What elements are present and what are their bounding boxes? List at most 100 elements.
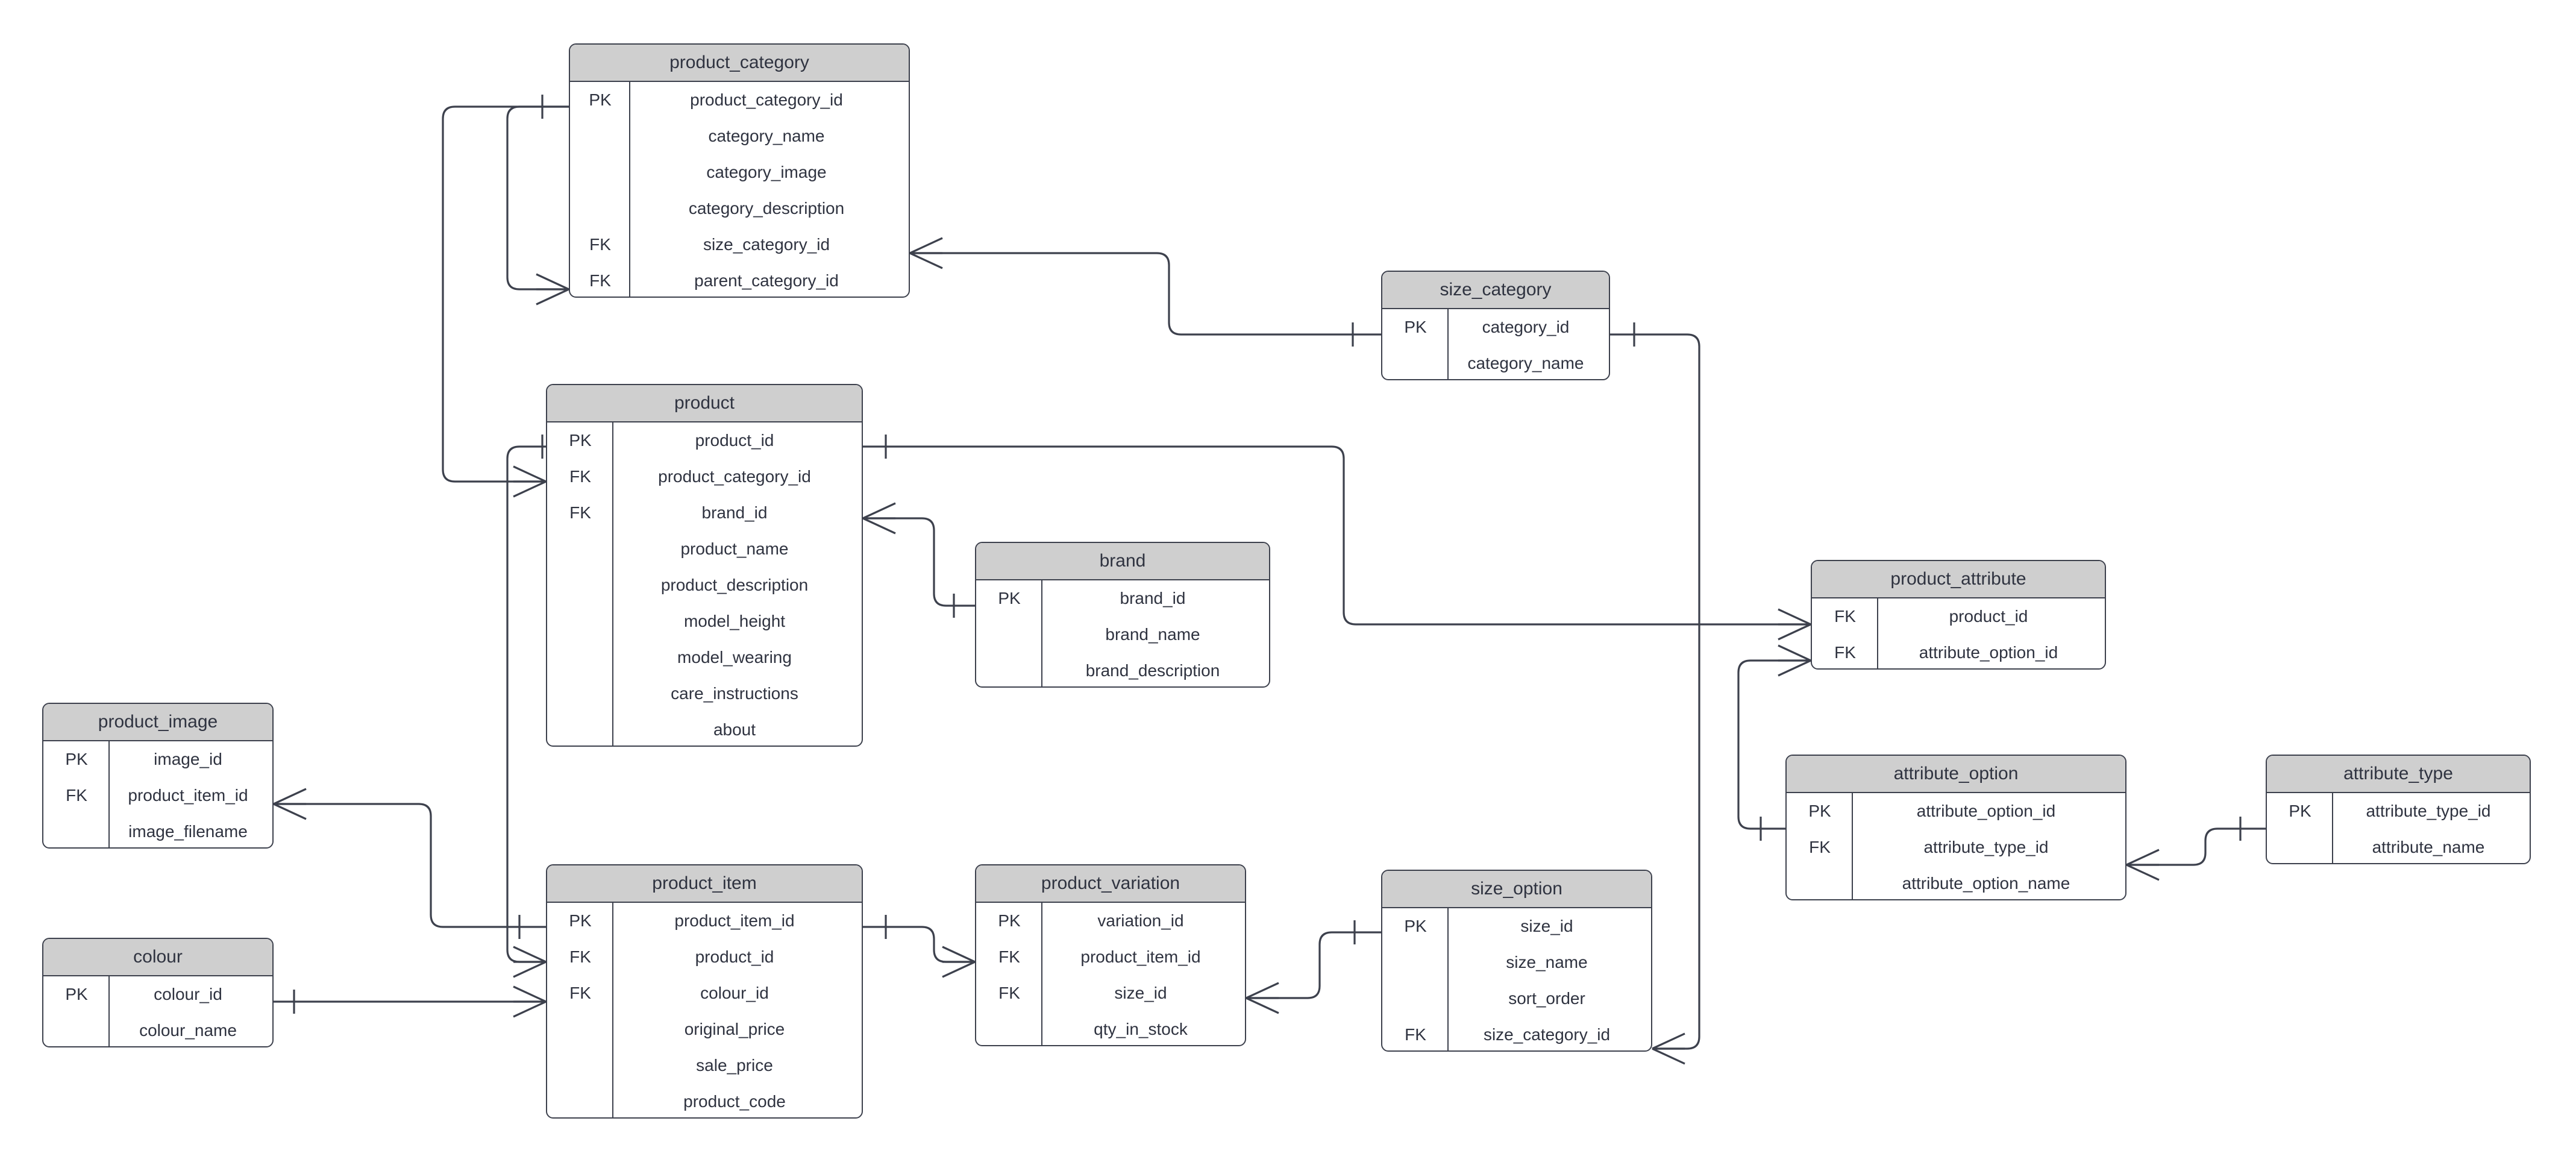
primary-key-badge: PK xyxy=(998,589,1021,607)
key-column-divider xyxy=(570,82,630,297)
attribute-name: attribute_name xyxy=(2372,838,2485,856)
crowfoot-many-category-self xyxy=(536,273,569,306)
attribute-row[interactable]: product_description xyxy=(547,567,862,603)
entity-title-product_item: product_item xyxy=(547,865,862,903)
attribute-row[interactable]: qty_in_stock xyxy=(976,1011,1245,1045)
attribute-name: care_instructions xyxy=(671,684,798,703)
attribute-name: size_id xyxy=(1520,917,1573,935)
crowfoot-many-item-variation xyxy=(942,946,976,978)
foreign-key-badge: FK xyxy=(569,984,591,1002)
attribute-name: category_image xyxy=(706,163,827,181)
attribute-name: category_name xyxy=(1467,354,1584,372)
attribute-row[interactable]: product_name xyxy=(547,531,862,567)
crowfoot-many-attributeoption-attribute xyxy=(1778,644,1811,677)
attribute-row[interactable]: sale_price xyxy=(547,1047,862,1084)
attribute-row[interactable]: original_price xyxy=(547,1011,862,1047)
attribute-row[interactable]: image_filename xyxy=(43,814,272,847)
primary-key-badge: PK xyxy=(998,911,1021,930)
attribute-name: product_id xyxy=(695,947,774,966)
attribute-row[interactable]: category_description xyxy=(570,190,909,227)
attribute-name: variation_id xyxy=(1097,911,1184,930)
attribute-row[interactable]: attribute_option_name xyxy=(1787,865,2125,899)
foreign-key-badge: FK xyxy=(1809,838,1831,856)
foreign-key-badge: FK xyxy=(1834,607,1856,626)
attribute-name: model_wearing xyxy=(677,648,792,667)
crowfoot-many-colour-item xyxy=(513,985,547,1018)
attribute-row[interactable]: colour_name xyxy=(43,1012,272,1046)
attribute-name: attribute_type_id xyxy=(2366,802,2491,820)
key-column-divider xyxy=(976,903,1042,1045)
attribute-name: category_description xyxy=(688,199,845,218)
attribute-row[interactable]: about xyxy=(547,712,862,746)
attribute-row[interactable]: sort_order xyxy=(1382,981,1651,1017)
attribute-row[interactable]: category_image xyxy=(570,154,909,190)
attribute-row[interactable]: category_name xyxy=(570,118,909,154)
attribute-row[interactable]: PK variation_id xyxy=(976,903,1245,939)
foreign-key-badge: FK xyxy=(1834,643,1856,662)
attribute-row[interactable]: brand_description xyxy=(976,653,1269,686)
attribute-row[interactable]: brand_name xyxy=(976,617,1269,653)
primary-key-badge: PK xyxy=(569,431,592,450)
crowfoot-many-sizecategory-category xyxy=(909,237,943,269)
key-column-divider xyxy=(2267,793,2333,863)
attribute-name: colour_name xyxy=(139,1021,237,1040)
foreign-key-badge: FK xyxy=(589,235,611,254)
attribute-row[interactable]: model_height xyxy=(547,603,862,639)
attribute-name: size_category_id xyxy=(703,235,830,254)
crowfoot-many-product-item xyxy=(513,946,547,978)
attribute-row[interactable]: size_name xyxy=(1382,944,1651,981)
attribute-name: size_name xyxy=(1506,953,1588,972)
attribute-row[interactable]: category_name xyxy=(1382,345,1609,379)
attribute-name: size_id xyxy=(1114,984,1167,1002)
attribute-row[interactable]: care_instructions xyxy=(547,676,862,712)
attribute-name: qty_in_stock xyxy=(1094,1020,1188,1038)
attribute-name: image_filename xyxy=(128,822,248,841)
attribute-name: model_height xyxy=(683,612,786,630)
attribute-row[interactable]: product_code xyxy=(547,1084,862,1117)
primary-key-badge: PK xyxy=(65,750,88,768)
attribute-name: product_description xyxy=(660,576,809,594)
key-column-divider xyxy=(547,422,613,746)
attribute-row[interactable]: attribute_name xyxy=(2267,829,2530,863)
attribute-row[interactable]: FK size_category_id xyxy=(570,227,909,263)
connector-category-self xyxy=(506,105,569,290)
attribute-row[interactable]: model_wearing xyxy=(547,639,862,676)
